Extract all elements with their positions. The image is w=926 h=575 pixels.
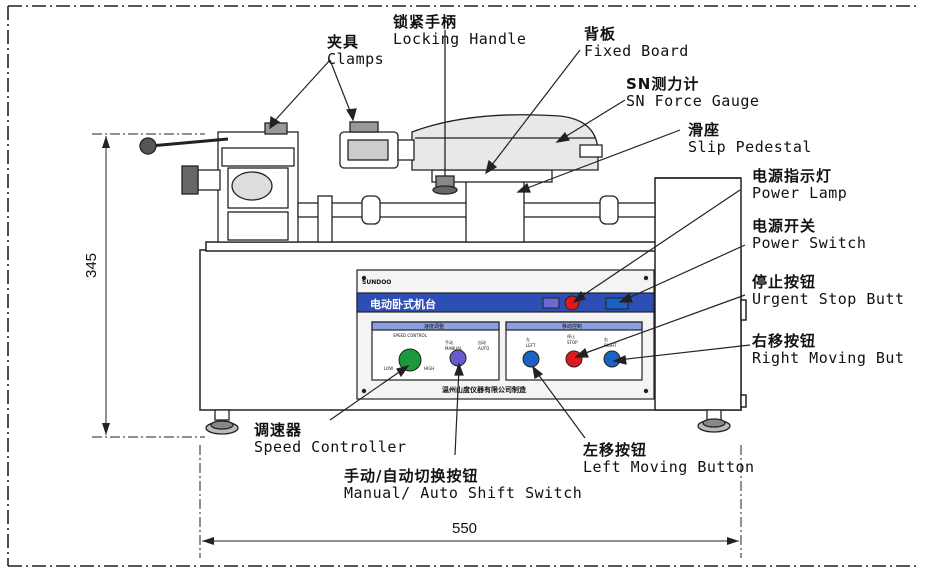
panel-speed-label: SPEED CONTROL	[393, 333, 427, 338]
leader-lines	[269, 49, 751, 456]
speed-knob-icon	[398, 348, 422, 372]
machine-feet	[205, 409, 731, 435]
manual-auto-switch-icon	[449, 349, 467, 367]
frame-border	[7, 5, 920, 567]
left-move-button-icon	[522, 350, 540, 368]
width-dimension	[199, 445, 742, 558]
move-buttons	[522, 350, 621, 368]
panel-title: 电动卧式机台	[370, 298, 436, 311]
panel-manual: 手动 MANUAL	[445, 340, 463, 351]
panel-auto: 自动 AUTO	[478, 340, 490, 351]
panel-right-box-title: 移动控制	[562, 324, 583, 330]
height-dimension	[92, 133, 205, 438]
panel-left-btn: 左 LEFT	[526, 337, 536, 348]
force-gauge	[339, 30, 603, 195]
slip-pedestal	[431, 169, 553, 243]
panel-maker: 温州山度仪器有限公司制造	[442, 386, 526, 394]
panel-brand: SUNDOO	[362, 279, 392, 286]
panel-high: HIGH	[424, 366, 435, 371]
width-dimension-label: 550	[452, 520, 478, 537]
panel-left-box-title: 速度调整	[424, 324, 445, 330]
control-panel	[356, 269, 655, 400]
panel-stop-btn: 停止 STOP	[567, 334, 578, 345]
panel-right-btn: 右 RIGHT	[604, 337, 617, 348]
power-switch-icon	[605, 297, 629, 310]
left-clamp-assembly	[139, 122, 299, 243]
panel-low: LOW	[384, 366, 394, 371]
height-dimension-label: 345	[83, 252, 100, 278]
